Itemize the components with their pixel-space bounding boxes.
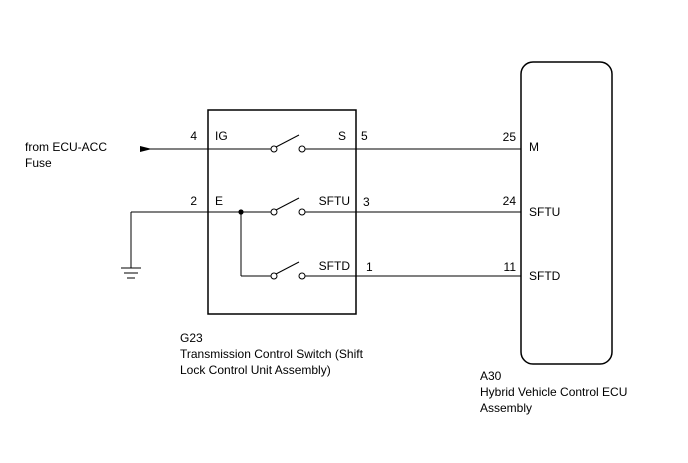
switch-code: G23 <box>180 331 203 345</box>
pin-name: SFTU <box>529 205 560 219</box>
pin-name: SFTU <box>319 194 350 208</box>
pin-name: S <box>338 129 346 143</box>
ecu-name-line1: Hybrid Vehicle Control ECU <box>480 385 628 399</box>
input-arrow <box>140 146 152 152</box>
pin-number: 4 <box>190 129 197 143</box>
switch-caption: G23 Transmission Control Switch (Shift L… <box>180 330 363 378</box>
pin-number: 3 <box>363 195 370 209</box>
pin-name: SFTD <box>319 259 351 273</box>
switch-contact <box>298 208 306 216</box>
source-label: from ECU-ACC Fuse <box>25 139 107 171</box>
pin-number: 24 <box>503 194 517 208</box>
switch-contact <box>270 272 278 280</box>
ecu-code: A30 <box>480 369 502 383</box>
source-label-line2: Fuse <box>25 156 52 170</box>
switch-name-line1: Transmission Control Switch (Shift <box>180 347 363 361</box>
ecu-name-line2: Assembly <box>480 401 533 415</box>
pin-number: 2 <box>190 194 197 208</box>
ecu-box <box>520 61 613 365</box>
pin-name: IG <box>215 129 228 143</box>
source-label-line1: from ECU-ACC <box>25 140 108 154</box>
switch-contact <box>270 145 278 153</box>
switch-contact <box>298 145 306 153</box>
pin-number: 5 <box>361 129 368 143</box>
ecu-caption: A30 Hybrid Vehicle Control ECU Assembly <box>480 368 627 416</box>
ground-icon <box>121 267 141 279</box>
switch-contact <box>270 208 278 216</box>
switch-blade-sftd <box>275 261 300 275</box>
switch-blade-sftu <box>275 197 300 211</box>
switch-name-line2: Lock Control Unit Assembly) <box>180 363 331 377</box>
switch-blade-ig <box>275 134 300 148</box>
pin-name: E <box>215 194 223 208</box>
pin-number: 1 <box>366 260 373 274</box>
pin-number: 25 <box>503 130 517 144</box>
pin-name: SFTD <box>529 269 561 283</box>
pin-number: 11 <box>504 260 517 274</box>
switch-contact <box>298 272 306 280</box>
pin-name: M <box>529 140 539 154</box>
